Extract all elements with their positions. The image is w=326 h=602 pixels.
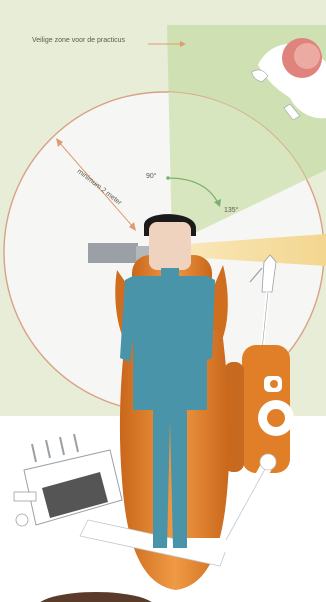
angle-90-label: 90° [146, 173, 157, 180]
floor-object [36, 592, 156, 602]
angle-135-label: 135° [224, 207, 238, 214]
instrument-tray [14, 434, 122, 526]
angle-arc-start-dot [166, 176, 170, 180]
safe-zone-label: Veilige zone voor de practicus [32, 37, 125, 44]
xray-tube-head [88, 243, 138, 263]
side-unit [224, 345, 294, 473]
